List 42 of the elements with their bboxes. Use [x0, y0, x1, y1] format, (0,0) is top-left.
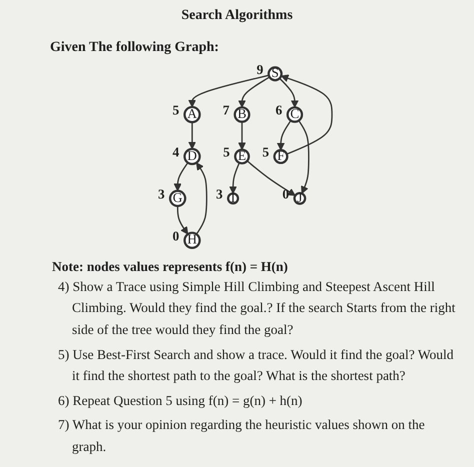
node-value: 4 [172, 144, 180, 160]
node-value: 6 [276, 102, 282, 118]
arrow [196, 162, 208, 235]
arrow [279, 78, 299, 108]
node-value: 0 [282, 186, 290, 202]
page-title: Search Algorithms [180, 8, 294, 24]
node-value: 0 [172, 228, 180, 244]
node-value: 5 [262, 144, 270, 160]
arrow [229, 162, 240, 194]
node-circle: I [227, 192, 240, 204]
node-value: 5 [223, 144, 230, 160]
node-circle: C [286, 106, 304, 123]
node-circle: S [268, 66, 283, 82]
node-circle: A [183, 106, 201, 124]
arrow [238, 76, 270, 108]
node-circle: D [183, 148, 201, 166]
section-heading: Given The following Graph: [50, 40, 219, 56]
node-circle: G [168, 190, 186, 208]
node-circle: F [273, 148, 288, 164]
node-circle: H [183, 232, 201, 249]
arrow [174, 162, 188, 192]
question-text: 4) Show a Trace using Simple Hill Climbing and Steepest Ascent Hill Climbing. Would they find the goal.? If the search Starts from the right side of the tree would they find the goal? [57, 278, 456, 339]
arrow [246, 160, 296, 196]
arrow [188, 122, 196, 150]
node-value: 7 [222, 102, 230, 118]
node-value: 3 [216, 186, 223, 202]
node-circle: J [293, 192, 306, 205]
node-circle: B [234, 106, 250, 123]
arrow [238, 122, 246, 150]
node-circle: E [234, 148, 250, 164]
node-value: 9 [256, 62, 264, 77]
arrow [188, 74, 269, 108]
arrow [176, 206, 188, 235]
node-value: 5 [172, 102, 180, 118]
question-text: 7) What is your opinion regarding the heuristic values shown on the graph. [57, 416, 426, 456]
note-text: Note: nodes values represents f(n) = H(n) [52, 258, 289, 276]
node-value: 3 [158, 186, 165, 202]
question-text: 5) Use Best-First Search and show a trace. Would it find the goal? Would it find the shortest path to the goal? What is the shortest path? [57, 346, 454, 386]
arrow [276, 120, 292, 150]
question-text: 6) Repeat Question 5 using f(n) = g(n) + h(n) [57, 392, 304, 410]
arrow [298, 120, 310, 194]
arrow [280, 74, 333, 155]
